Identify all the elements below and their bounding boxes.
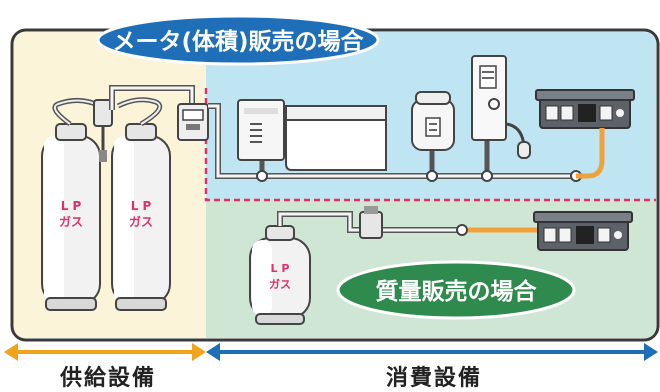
rice-cooker xyxy=(411,91,455,151)
bath-water-heater xyxy=(237,99,285,161)
cylinder-1-label-2: ガス xyxy=(59,214,83,229)
meter-sales-bubble: メータ(体積)販売の場合 xyxy=(96,14,380,66)
gas-stove-mass xyxy=(533,211,633,251)
meter-sales-title: メータ(体積)販売の場合 xyxy=(112,28,364,55)
stove-hose-meter xyxy=(576,128,605,179)
cylinder-2-label-2: ガス xyxy=(129,214,153,229)
meter-boundary-line xyxy=(204,88,656,202)
cylinder-3: L P ガス xyxy=(249,225,311,325)
gas-stove-meter xyxy=(535,89,635,129)
cylinder-3-label-1: L P xyxy=(271,262,290,275)
consumption-equipment-label: 消費設備 xyxy=(386,366,483,391)
cylinder-2: L P ガス xyxy=(111,123,171,311)
cylinder-1-label-1: L P xyxy=(61,199,82,213)
cylinder-2-label-1: L P xyxy=(131,199,152,213)
cylinder-1: L P ガス xyxy=(41,123,101,311)
supply-range-arrow xyxy=(4,343,206,361)
regulator xyxy=(93,99,113,162)
supply-equipment-label: 供給設備 xyxy=(60,366,157,391)
mass-sales-title: 質量販売の場合 xyxy=(376,278,538,305)
instant-water-heater xyxy=(471,55,531,159)
consumption-range-arrow xyxy=(206,343,658,361)
mass-regulator xyxy=(359,206,383,239)
mass-sales-bubble: 質量販売の場合 xyxy=(336,260,576,320)
gas-meter xyxy=(177,103,209,141)
cylinder-3-label-2: ガス xyxy=(269,277,291,291)
bathtub xyxy=(285,105,387,171)
